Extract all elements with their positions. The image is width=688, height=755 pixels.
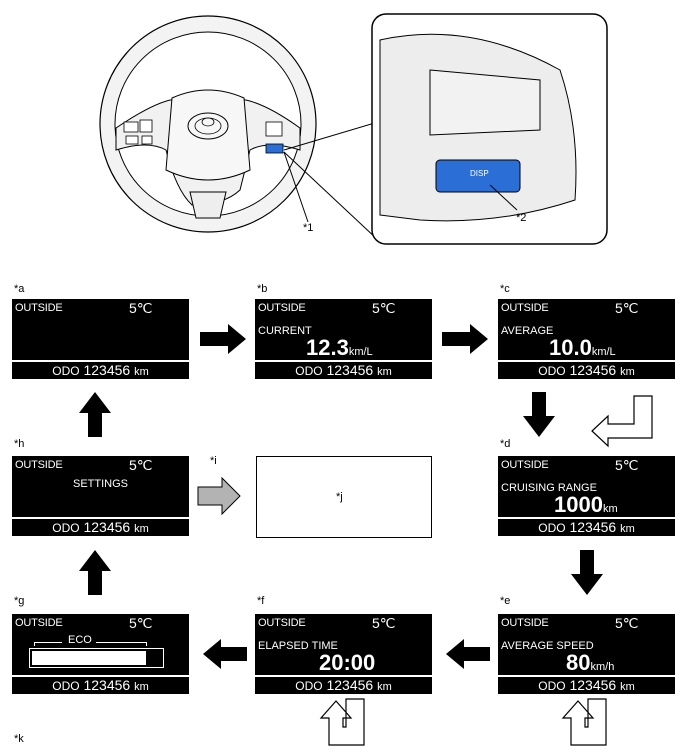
label-i: *i [210,455,217,467]
outside-label: OUTSIDE [15,459,63,471]
display-screen-d: OUTSIDE 5℃ CRUISING RANGE 1000km ODO 123… [498,456,675,536]
average-speed-value: 80km/h [566,650,615,675]
arrow-b-to-c [442,324,488,354]
odometer: ODO 123456 km [295,362,392,378]
odometer: ODO 123456 km [52,362,149,378]
outside-temp: 5℃ [615,615,639,631]
eco-bar-fill [32,651,146,665]
callout-1: *1 [303,222,314,234]
label-a: *a [14,283,25,295]
elapsed-time-value: 20:00 [319,650,376,675]
odometer: ODO 123456 km [538,519,635,535]
blank-screen-j: *j [256,456,432,538]
mode-label: AVERAGE SPEED [501,640,594,652]
callout-2: *2 [516,212,527,224]
hold-arrow-c [591,395,653,448]
outside-label: OUTSIDE [501,302,549,314]
outside-temp: 5℃ [129,615,153,631]
label-e: *e [500,595,511,607]
disp-button-label: DISP [470,169,489,178]
fuel-average-value: 10.0km/L [549,335,616,360]
eco-frame-right-tick [146,642,147,646]
outside-temp: 5℃ [372,300,396,316]
fuel-current-value: 12.3km/L [306,335,373,360]
mode-label: CRUISING RANGE [501,482,597,494]
divider [12,360,189,362]
mode-label: CURRENT [258,325,312,337]
settings-label: SETTINGS [72,478,128,490]
label-c: *c [500,283,510,295]
arrow-d-to-e [571,550,603,595]
eco-frame-right [96,642,146,643]
divider [255,675,432,677]
outside-label: OUTSIDE [501,617,549,629]
label-g: *g [14,595,25,607]
outside-label: OUTSIDE [15,617,63,629]
outside-temp: 5℃ [129,300,153,316]
divider [498,675,675,677]
divider [12,675,189,677]
arrow-a-to-b [200,324,246,354]
outside-temp: 5℃ [615,300,639,316]
eco-bar-outline [29,648,164,668]
eco-frame-left-tick [34,642,35,646]
hold-arrow-e [561,698,607,746]
label-f: *f [257,595,265,607]
display-screen-g: OUTSIDE 5℃ ECO ODO 123456 km [12,614,189,694]
cruising-range-value: 1000km [554,492,618,517]
eco-frame-left [34,642,62,643]
odometer: ODO 123456 km [52,519,149,535]
outside-label: OUTSIDE [258,617,306,629]
divider [498,517,675,519]
outside-label: OUTSIDE [15,302,63,314]
arrow-f-to-g [203,639,247,669]
label-d: *d [500,438,511,450]
steering-wheel-illustration [99,13,608,245]
outside-temp: 5℃ [615,457,639,473]
odometer: ODO 123456 km [295,677,392,693]
arrow-g-to-h [79,550,111,595]
arrow-h-to-a [79,392,111,437]
odometer: ODO 123456 km [52,677,149,693]
display-screen-a: OUTSIDE 5℃ ODO 123456 km [12,299,189,379]
outside-label: OUTSIDE [258,302,306,314]
outside-temp: 5℃ [372,615,396,631]
eco-label: ECO [68,634,92,646]
label-b: *b [257,283,268,295]
divider [255,360,432,362]
label-k: *k [14,733,24,745]
display-screen-h: OUTSIDE 5℃ SETTINGS ODO 123456 km [12,456,189,536]
arrow-e-to-f [446,639,490,669]
disp-switch-small [265,143,284,154]
flow-arrows [79,324,653,746]
display-screen-b: OUTSIDE 5℃ CURRENT 12.3km/L ODO 123456 k… [255,299,432,379]
display-screen-e: OUTSIDE 5℃ AVERAGE SPEED 80km/h ODO 1234… [498,614,675,694]
divider [12,517,189,519]
odometer: ODO 123456 km [538,677,635,693]
outside-label: OUTSIDE [501,459,549,471]
odometer: ODO 123456 km [538,362,635,378]
arrow-c-to-d [523,392,555,437]
mode-label: AVERAGE [501,325,554,337]
display-screen-f: OUTSIDE 5℃ ELAPSED TIME 20:00 ODO 123456… [255,614,432,694]
arrow-h-to-j [197,476,241,516]
mode-label: ELAPSED TIME [258,640,338,652]
label-h: *h [14,438,25,450]
label-j: *j [336,491,343,503]
divider [498,360,675,362]
hold-arrow-f [319,698,365,746]
outside-temp: 5℃ [129,457,153,473]
display-screen-c: OUTSIDE 5℃ AVERAGE 10.0km/L ODO 123456 k… [498,299,675,379]
